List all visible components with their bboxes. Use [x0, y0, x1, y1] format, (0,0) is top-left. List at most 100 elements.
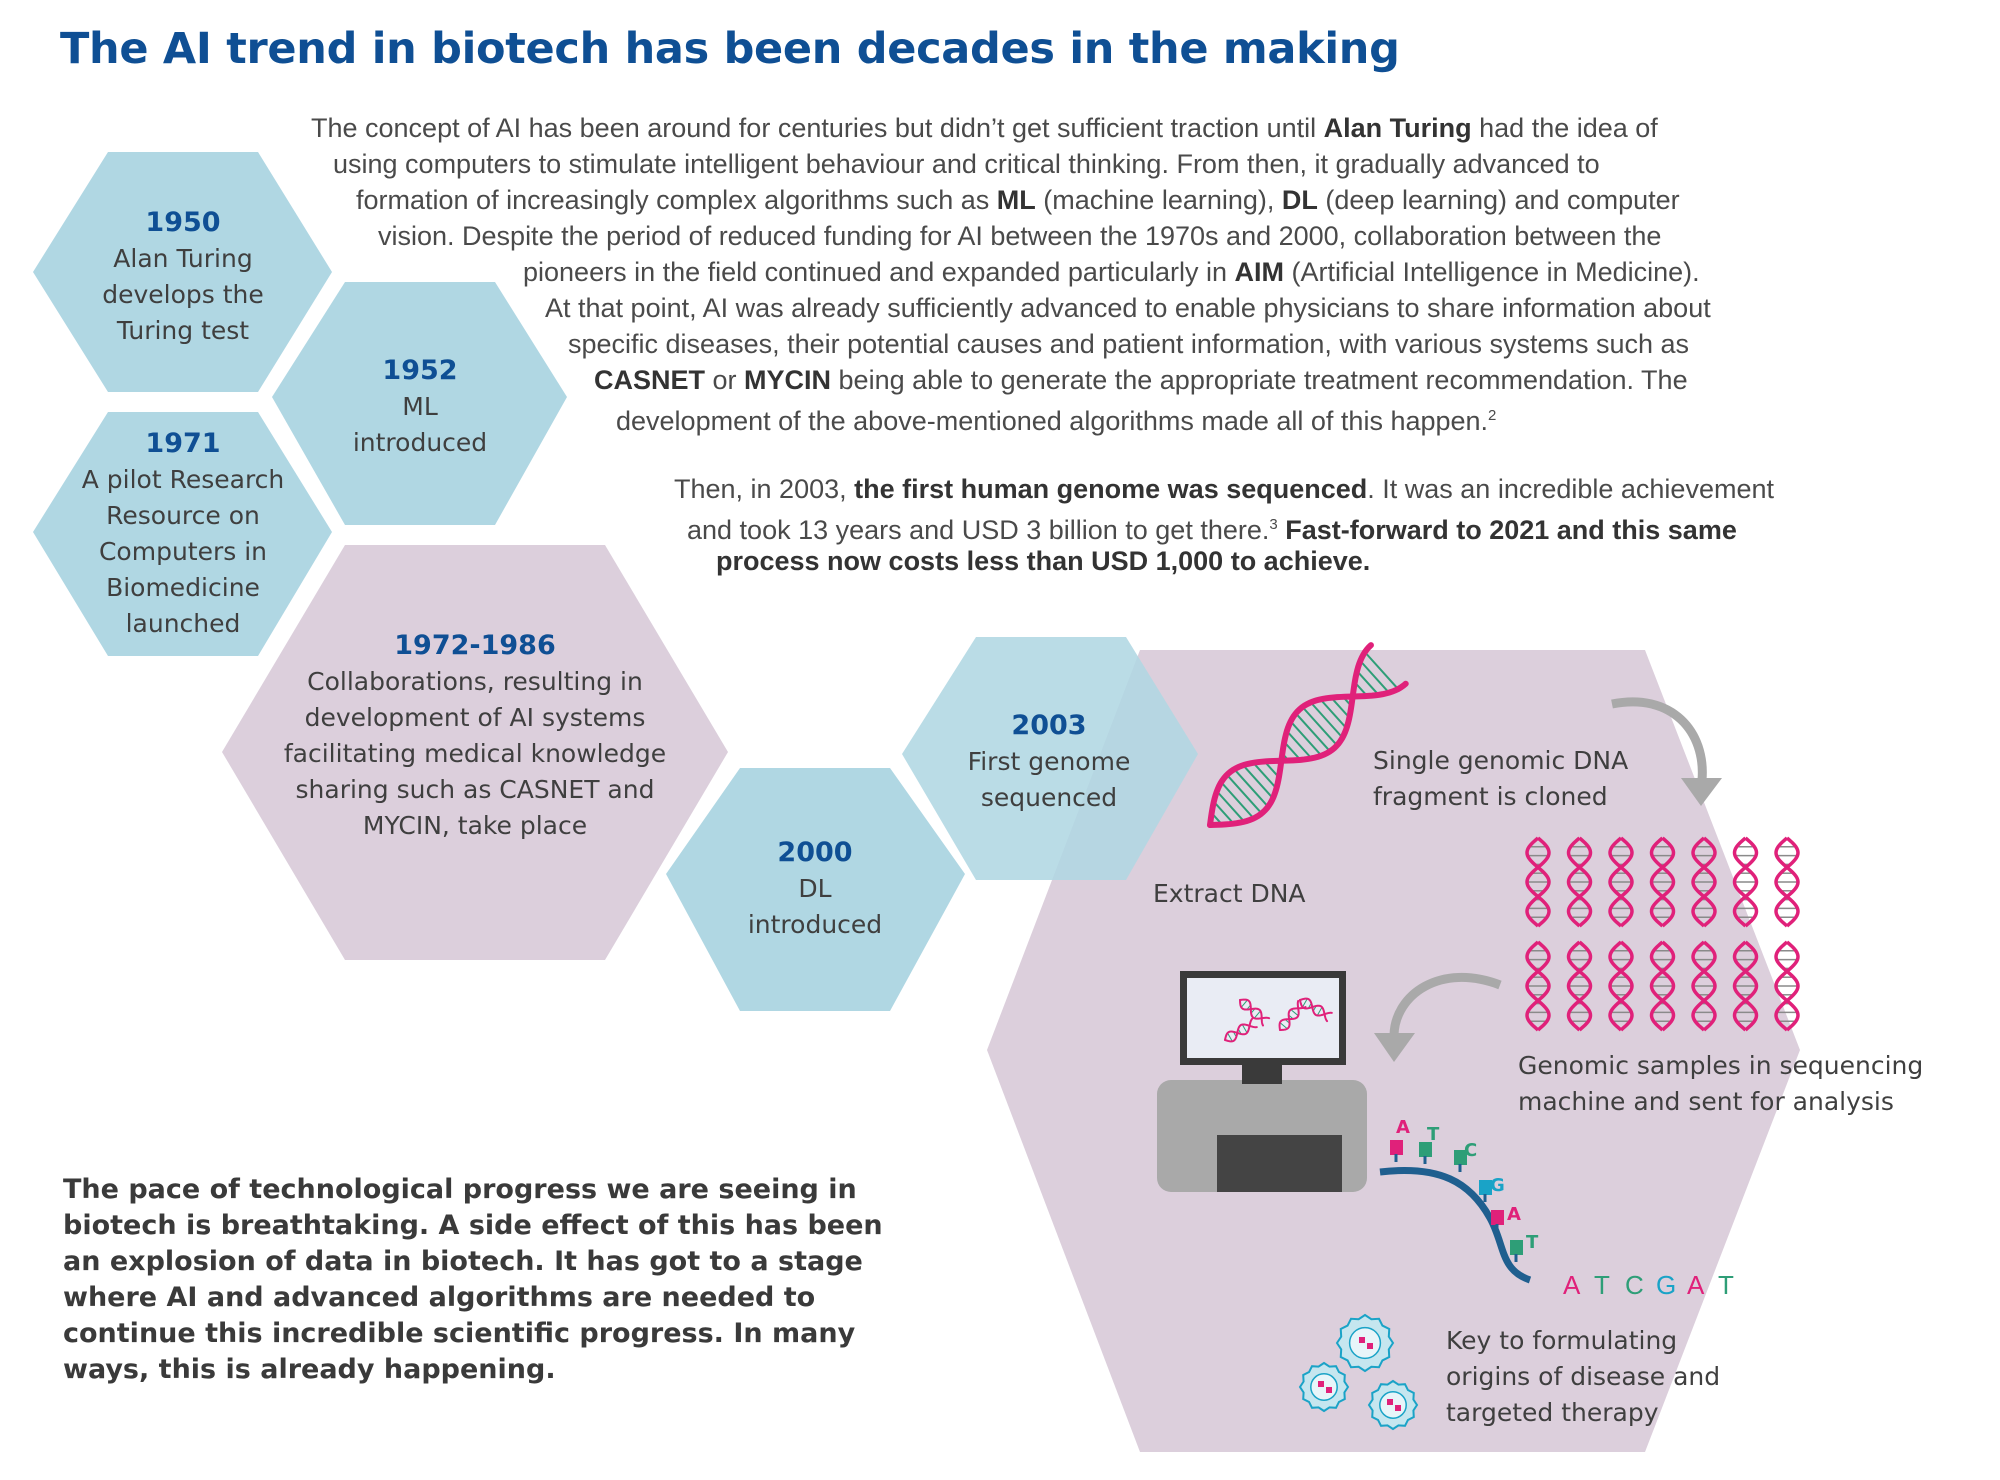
hex-1952	[272, 282, 567, 525]
intro-line: using computers to stimulate intelligent…	[333, 146, 1600, 182]
cloned-dna-icon	[1566, 836, 1593, 928]
cell-icon	[1367, 1379, 1419, 1431]
timeline-description: introduced	[352, 428, 488, 457]
timeline-description: introduced	[747, 910, 883, 939]
cloned-dna-grid	[1525, 836, 1800, 1032]
base-letter: A	[1396, 1117, 1410, 1138]
dna-helix-icon	[1207, 642, 1409, 828]
intro-line: At that point, AI was already sufficient…	[545, 290, 1711, 326]
cells-icon	[1298, 1313, 1419, 1431]
label-key-line: targeted therapy	[1446, 1398, 1659, 1427]
sequencing-machine-icon	[1157, 971, 1367, 1192]
arrowhead-samples-icon	[1374, 1033, 1415, 1062]
cloned-dna-icon	[1566, 940, 1593, 1032]
closing-line: ways, this is already happening.	[63, 1354, 556, 1385]
sequence-letter: A	[1563, 1270, 1581, 1300]
closing-line: continue this incredible scientific prog…	[63, 1318, 856, 1349]
text-run: At that point, AI was already sufficient…	[545, 293, 1711, 323]
cloned-dna-icon	[1608, 940, 1634, 1032]
timeline-description: sequenced	[980, 783, 1118, 812]
timeline-description: First genome	[967, 747, 1131, 776]
intro-line: pioneers in the field continued and expa…	[523, 254, 1700, 290]
text-run: using computers to stimulate intelligent…	[333, 149, 1600, 179]
intro-line: vision. Despite the period of reduced fu…	[378, 218, 1661, 254]
hex-1950	[33, 152, 332, 392]
timeline-description: develops the	[102, 280, 264, 309]
label-clone: Single genomic DNA fragment is cloned	[1373, 743, 1628, 815]
bold-phrase: AIM	[1234, 257, 1284, 287]
cloned-dna-icon	[1649, 836, 1676, 928]
sequence-letter: C	[1625, 1270, 1644, 1300]
bold-phrase: ML	[996, 185, 1036, 215]
base-letter: G	[1490, 1175, 1505, 1196]
bold-phrase: MYCIN	[744, 365, 832, 395]
sequence-letter: A	[1687, 1270, 1705, 1300]
timeline-year: 1950	[145, 207, 221, 238]
bold-phrase: the first human genome was sequenced	[854, 474, 1368, 504]
text-run: (Artificial Intelligence in Medicine).	[1283, 257, 1700, 287]
footnote-ref: 3	[1269, 516, 1278, 533]
text-run: development of the above-mentioned algor…	[616, 406, 1489, 436]
closing-line: The pace of technological progress we ar…	[63, 1174, 857, 1205]
label-clone-line: Single genomic DNA	[1373, 746, 1629, 775]
footnote-ref: 2	[1488, 407, 1497, 424]
hex-2000	[666, 768, 965, 1011]
timeline-description: Turing test	[116, 316, 250, 345]
cloned-dna-icon	[1732, 940, 1759, 1032]
cell-icon	[1335, 1313, 1395, 1373]
base-letter: T	[1526, 1232, 1539, 1253]
hex-2003	[902, 637, 1198, 880]
cloned-dna-icon	[1774, 836, 1800, 928]
dna-helix-main	[1207, 642, 1409, 828]
bold-phrase: DL	[1281, 185, 1318, 215]
cell-icon	[1298, 1361, 1350, 1413]
text-run: and took 13 years and USD 3 billion to g…	[687, 515, 1270, 545]
arrow-clone-icon	[1611, 697, 1707, 781]
text-run: pioneers in the field continued and expa…	[523, 257, 1235, 287]
timeline-description: Computers in	[98, 537, 268, 566]
bold-phrase: CASNET	[594, 365, 706, 395]
label-samples-line: machine and sent for analysis	[1518, 1087, 1894, 1116]
intro-line: formation of increasingly complex algori…	[356, 182, 1680, 218]
intro-line: development of the above-mentioned algor…	[616, 398, 1496, 439]
timeline-year: 2003	[1011, 710, 1087, 741]
sequence-letter: T	[1594, 1270, 1610, 1300]
timeline-description: facilitating medical knowledge	[283, 739, 667, 768]
intro-line: specific diseases, their potential cause…	[568, 326, 1689, 362]
timeline-description: MYCIN, take place	[362, 811, 588, 840]
page-title: The AI trend in biotech has been decades…	[60, 24, 1400, 74]
screen-dna-icons	[1224, 997, 1333, 1043]
bold-phrase: Fast-forward to 2021 and this same	[1285, 515, 1737, 545]
base-letter: C	[1464, 1140, 1478, 1161]
timeline-description: Collaborations, resulting in	[307, 667, 643, 696]
cloned-dna-icon	[1691, 940, 1717, 1032]
intro-line: Then, in 2003, the first human genome wa…	[674, 471, 1774, 507]
timeline-description: DL	[798, 874, 832, 903]
label-samples-line: Genomic samples in sequencing	[1518, 1051, 1924, 1080]
cloned-dna-icon	[1608, 836, 1634, 928]
text-run: Then, in 2003,	[674, 474, 855, 504]
text-run: (machine learning),	[1035, 185, 1282, 215]
timeline-description: ML	[402, 392, 438, 421]
label-key-line: origins of disease and	[1446, 1362, 1721, 1391]
closing-line: an explosion of data in biotech. It has …	[63, 1246, 863, 1277]
timeline-year: 1952	[382, 355, 458, 386]
text-run: The concept of AI has been around for ce…	[311, 113, 1324, 143]
text-run: formation of increasingly complex algori…	[356, 185, 997, 215]
timeline-year: 2000	[777, 837, 853, 868]
text-run: (deep learning) and computer	[1317, 185, 1680, 215]
label-samples: Genomic samples in sequencing machine an…	[1518, 1048, 1923, 1120]
base-tab-icon	[1419, 1142, 1432, 1157]
screen-dna-icon	[1278, 999, 1307, 1031]
base-letter: A	[1507, 1204, 1521, 1225]
cloned-dna-icon	[1774, 940, 1800, 1032]
bold-phrase: Alan Turing	[1323, 113, 1472, 143]
base-tab-icon	[1479, 1180, 1492, 1195]
timeline-description: Resource on	[106, 501, 260, 530]
base-tab-icon	[1491, 1210, 1504, 1225]
screen-dna-icon	[1224, 1017, 1258, 1043]
